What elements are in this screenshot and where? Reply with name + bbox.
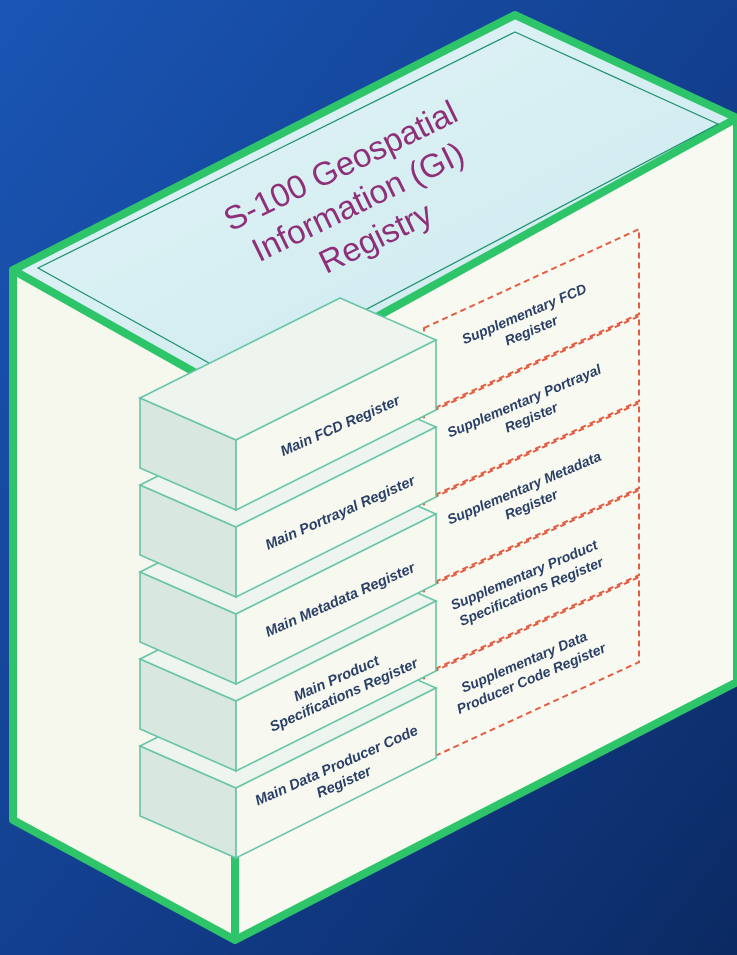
box-top-face <box>9 11 737 399</box>
main-register-side-face <box>235 425 437 599</box>
supplementary-register-block <box>423 227 640 415</box>
box-top-inner-outline <box>36 31 720 379</box>
main-register-side-face <box>235 686 437 860</box>
supplementary-register-block <box>423 488 640 676</box>
main-register-side-face <box>235 512 437 686</box>
main-register-side-face <box>235 599 437 773</box>
main-register-side-face <box>235 338 437 512</box>
supplementary-register-block <box>423 575 640 763</box>
supplementary-register-block <box>423 401 640 589</box>
supplementary-register-block <box>423 314 640 502</box>
